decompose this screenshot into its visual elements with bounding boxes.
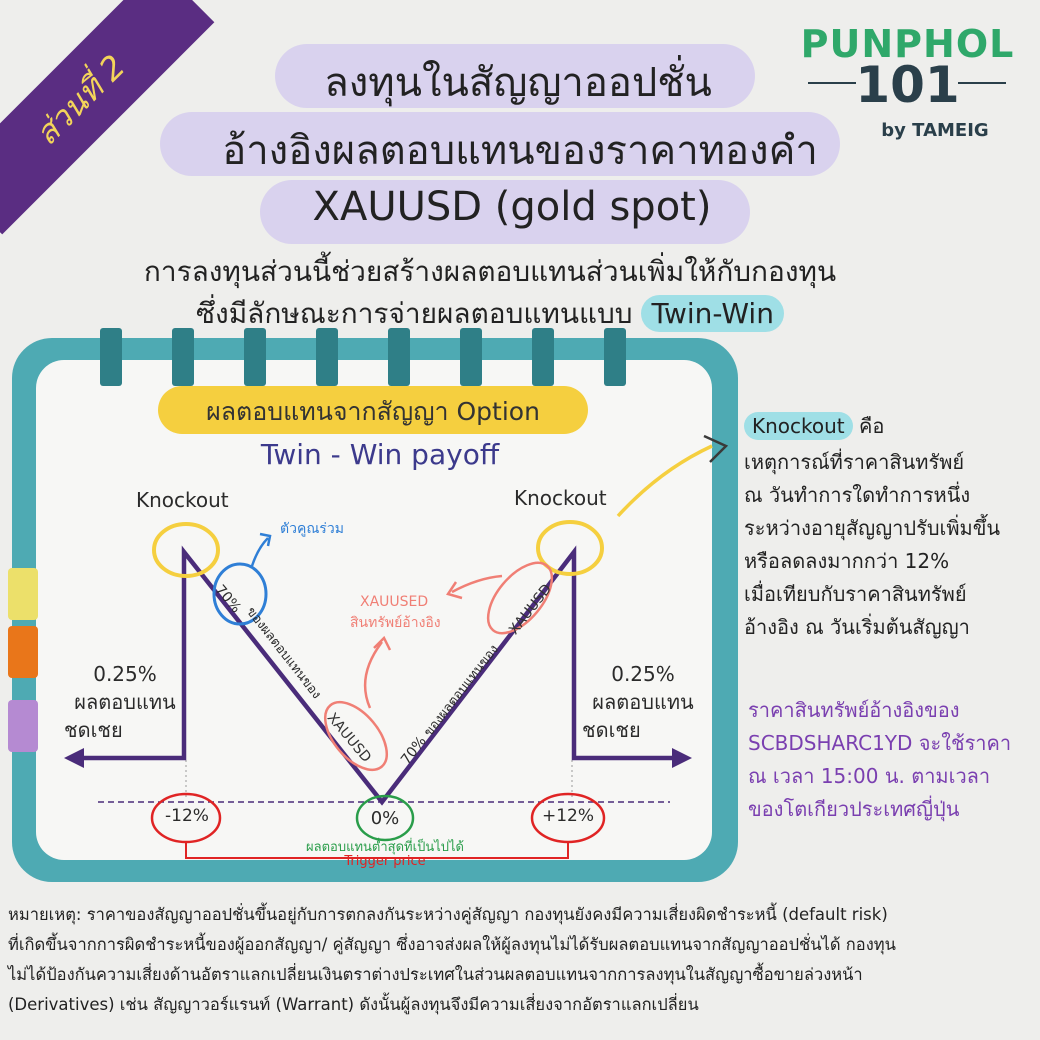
notebook-ring [460, 328, 482, 386]
reference-line: ราคาสินทรัพย์อ้างอิงของ [748, 698, 960, 722]
rebate-left-pct: 0.25% [93, 662, 157, 686]
knockout-label-right: Knockout [514, 486, 607, 510]
logo-rule-right [958, 82, 1006, 84]
title-line-3: XAUUSD (gold spot) [312, 184, 712, 230]
notebook-ring [388, 328, 410, 386]
xauusd-tag-circle-right [486, 561, 554, 635]
title-pill-1 [275, 44, 755, 108]
reference-line: SCBDSHARC1YD จะใช้ราคา [748, 731, 1012, 755]
twin-win-highlight: Twin-Win [641, 295, 784, 332]
rebate-right-line2: ชดเชย [582, 718, 641, 742]
title-pill-3 [260, 180, 750, 244]
notebook-ring [100, 328, 122, 386]
reference-line: ของโตเกียวประเทศญี่ปุ่น [748, 797, 960, 821]
underlying-arrow-left-head [446, 581, 463, 600]
rebate-right: 0.25% ผลตอบแทน ชดเชย [578, 660, 708, 744]
subtitle-line-2-prefix: ซึ่งมีลักษณะการจ่ายผลตอบแทนแบบ [196, 297, 633, 330]
knockout-circle-right [536, 520, 604, 576]
knockout-line: ระหว่างอายุสัญญาปรับเพิ่มขึ้น [744, 516, 1001, 540]
option-label: ผลตอบแทนจากสัญญา Option [206, 397, 540, 426]
knockout-explanation: เหตุการณ์ที่ราคาสินทรัพย์ ณ วันทำการใดทำ… [744, 446, 1000, 644]
underlying-arrow-up [363, 641, 383, 709]
rebate-right-pct: 0.25% [611, 662, 675, 686]
knockout-definition: Knockout คือ [744, 410, 884, 443]
logo-rule-left [808, 82, 856, 84]
rebate-left-line1: ผลตอบแทน [74, 690, 176, 714]
tab-violet [8, 700, 38, 752]
arrow-right [672, 748, 692, 768]
rebate-right-line1: ผลตอบแทน [592, 690, 694, 714]
title-line-1: ลงทุนในสัญญาออปชั่น [324, 60, 712, 106]
notebook-ring [172, 328, 194, 386]
arrow-left [64, 748, 84, 768]
tab-yellow [8, 568, 38, 620]
participation-label: ตัวคูณร่วม [280, 521, 344, 537]
xauused-label: XAUUSED [360, 594, 429, 610]
knockout-circle-left [152, 522, 220, 578]
knockout-term: Knockout [744, 412, 853, 440]
zero-circle [355, 794, 415, 842]
underlying-arrow-up-head [373, 635, 392, 651]
zero-label: 0% [370, 808, 400, 829]
payoff-line [80, 545, 672, 806]
footnote-line: หมายเหตุ: ราคาของสัญญาออปชั่นขึ้นอยู่กับ… [8, 905, 888, 924]
footnote-line: ไม่ได้ป้องกันความเสี่ยงด้านอัตราแลกเปลี่… [8, 965, 863, 984]
rebate-left-line2: ชดเชย [64, 718, 123, 742]
trigger-label: Trigger price [344, 854, 426, 869]
notebook-ring [532, 328, 554, 386]
logo-brand-num: 101 [855, 56, 960, 114]
logo-brand-by: by TAMEIG [881, 120, 989, 141]
rebate-left: 0.25% ผลตอบแทน ชดเชย [60, 660, 190, 744]
subtitle-line-2: ซึ่งมีลักษณะการจ่ายผลตอบแทนแบบ Twin-Win [0, 292, 1010, 336]
minus12-label: -12% [165, 806, 209, 826]
knockout-line: เมื่อเทียบกับราคาสินทรัพย์ [744, 582, 967, 606]
notebook-ring [316, 328, 338, 386]
participation-circle [212, 562, 268, 626]
participation-arrow-head [259, 532, 272, 547]
notebook-ring [604, 328, 626, 386]
footnote-line: ที่เกิดขึ้นจากการผิดชำระหนี้ของผู้ออกสัญ… [8, 935, 896, 954]
notebook-page [36, 360, 712, 860]
underlying-label: สินทรัพย์อ้างอิง [350, 615, 441, 631]
title-pill-2 [160, 112, 840, 176]
xauusd-tag-circle-left [324, 701, 388, 771]
payoff-title: Twin - Win payoff [260, 438, 500, 471]
footnote: หมายเหตุ: ราคาของสัญญาออปชั่นขึ้นอยู่กับ… [8, 900, 1038, 1020]
title-line-2: อ้างอิงผลตอบแทนของราคาทองคำ [222, 128, 818, 174]
knockout-line: ณ วันทำการใดทำการหนึ่ง [744, 483, 971, 507]
knockout-is: คือ [859, 414, 885, 438]
min-return-label: ผลตอบแทนต่ำสุดที่เป็นไปได้ [306, 840, 464, 855]
participation-arrow [250, 537, 269, 567]
underlying-arrow-left [451, 574, 503, 594]
notebook-ring [244, 328, 266, 386]
subtitle-line-1: การลงทุนส่วนนี้ช่วยสร้างผลตอบแทนส่วนเพิ่… [143, 255, 837, 288]
reference-line: ณ เวลา 15:00 น. ตามเวลา [748, 764, 991, 788]
knockout-line: อ้างอิง ณ วันเริ่มต้นสัญญา [744, 615, 970, 639]
knockout-line: หรือลดลงมากกว่า 12% [744, 549, 950, 573]
knockout-pointer-head [703, 434, 729, 463]
knockout-line: เหตุการณ์ที่ราคาสินทรัพย์ [744, 450, 965, 474]
tab-orange [8, 626, 38, 678]
knockout-label-left: Knockout [136, 488, 229, 512]
reference-price-note: ราคาสินทรัพย์อ้างอิงของ SCBDSHARC1YD จะใ… [748, 694, 1011, 826]
logo: PUNPHOL 101 by TAMEIG [790, 22, 1025, 152]
footnote-line: (Derivatives) เช่น สัญญาวอร์แรนท์ (Warra… [8, 995, 699, 1014]
logo-brand-top: PUNPHOL [800, 22, 1015, 66]
option-label-pill [158, 386, 588, 434]
plus12-label: +12% [541, 806, 595, 826]
knockout-pointer [616, 444, 713, 518]
trigger-bracket [185, 842, 569, 859]
